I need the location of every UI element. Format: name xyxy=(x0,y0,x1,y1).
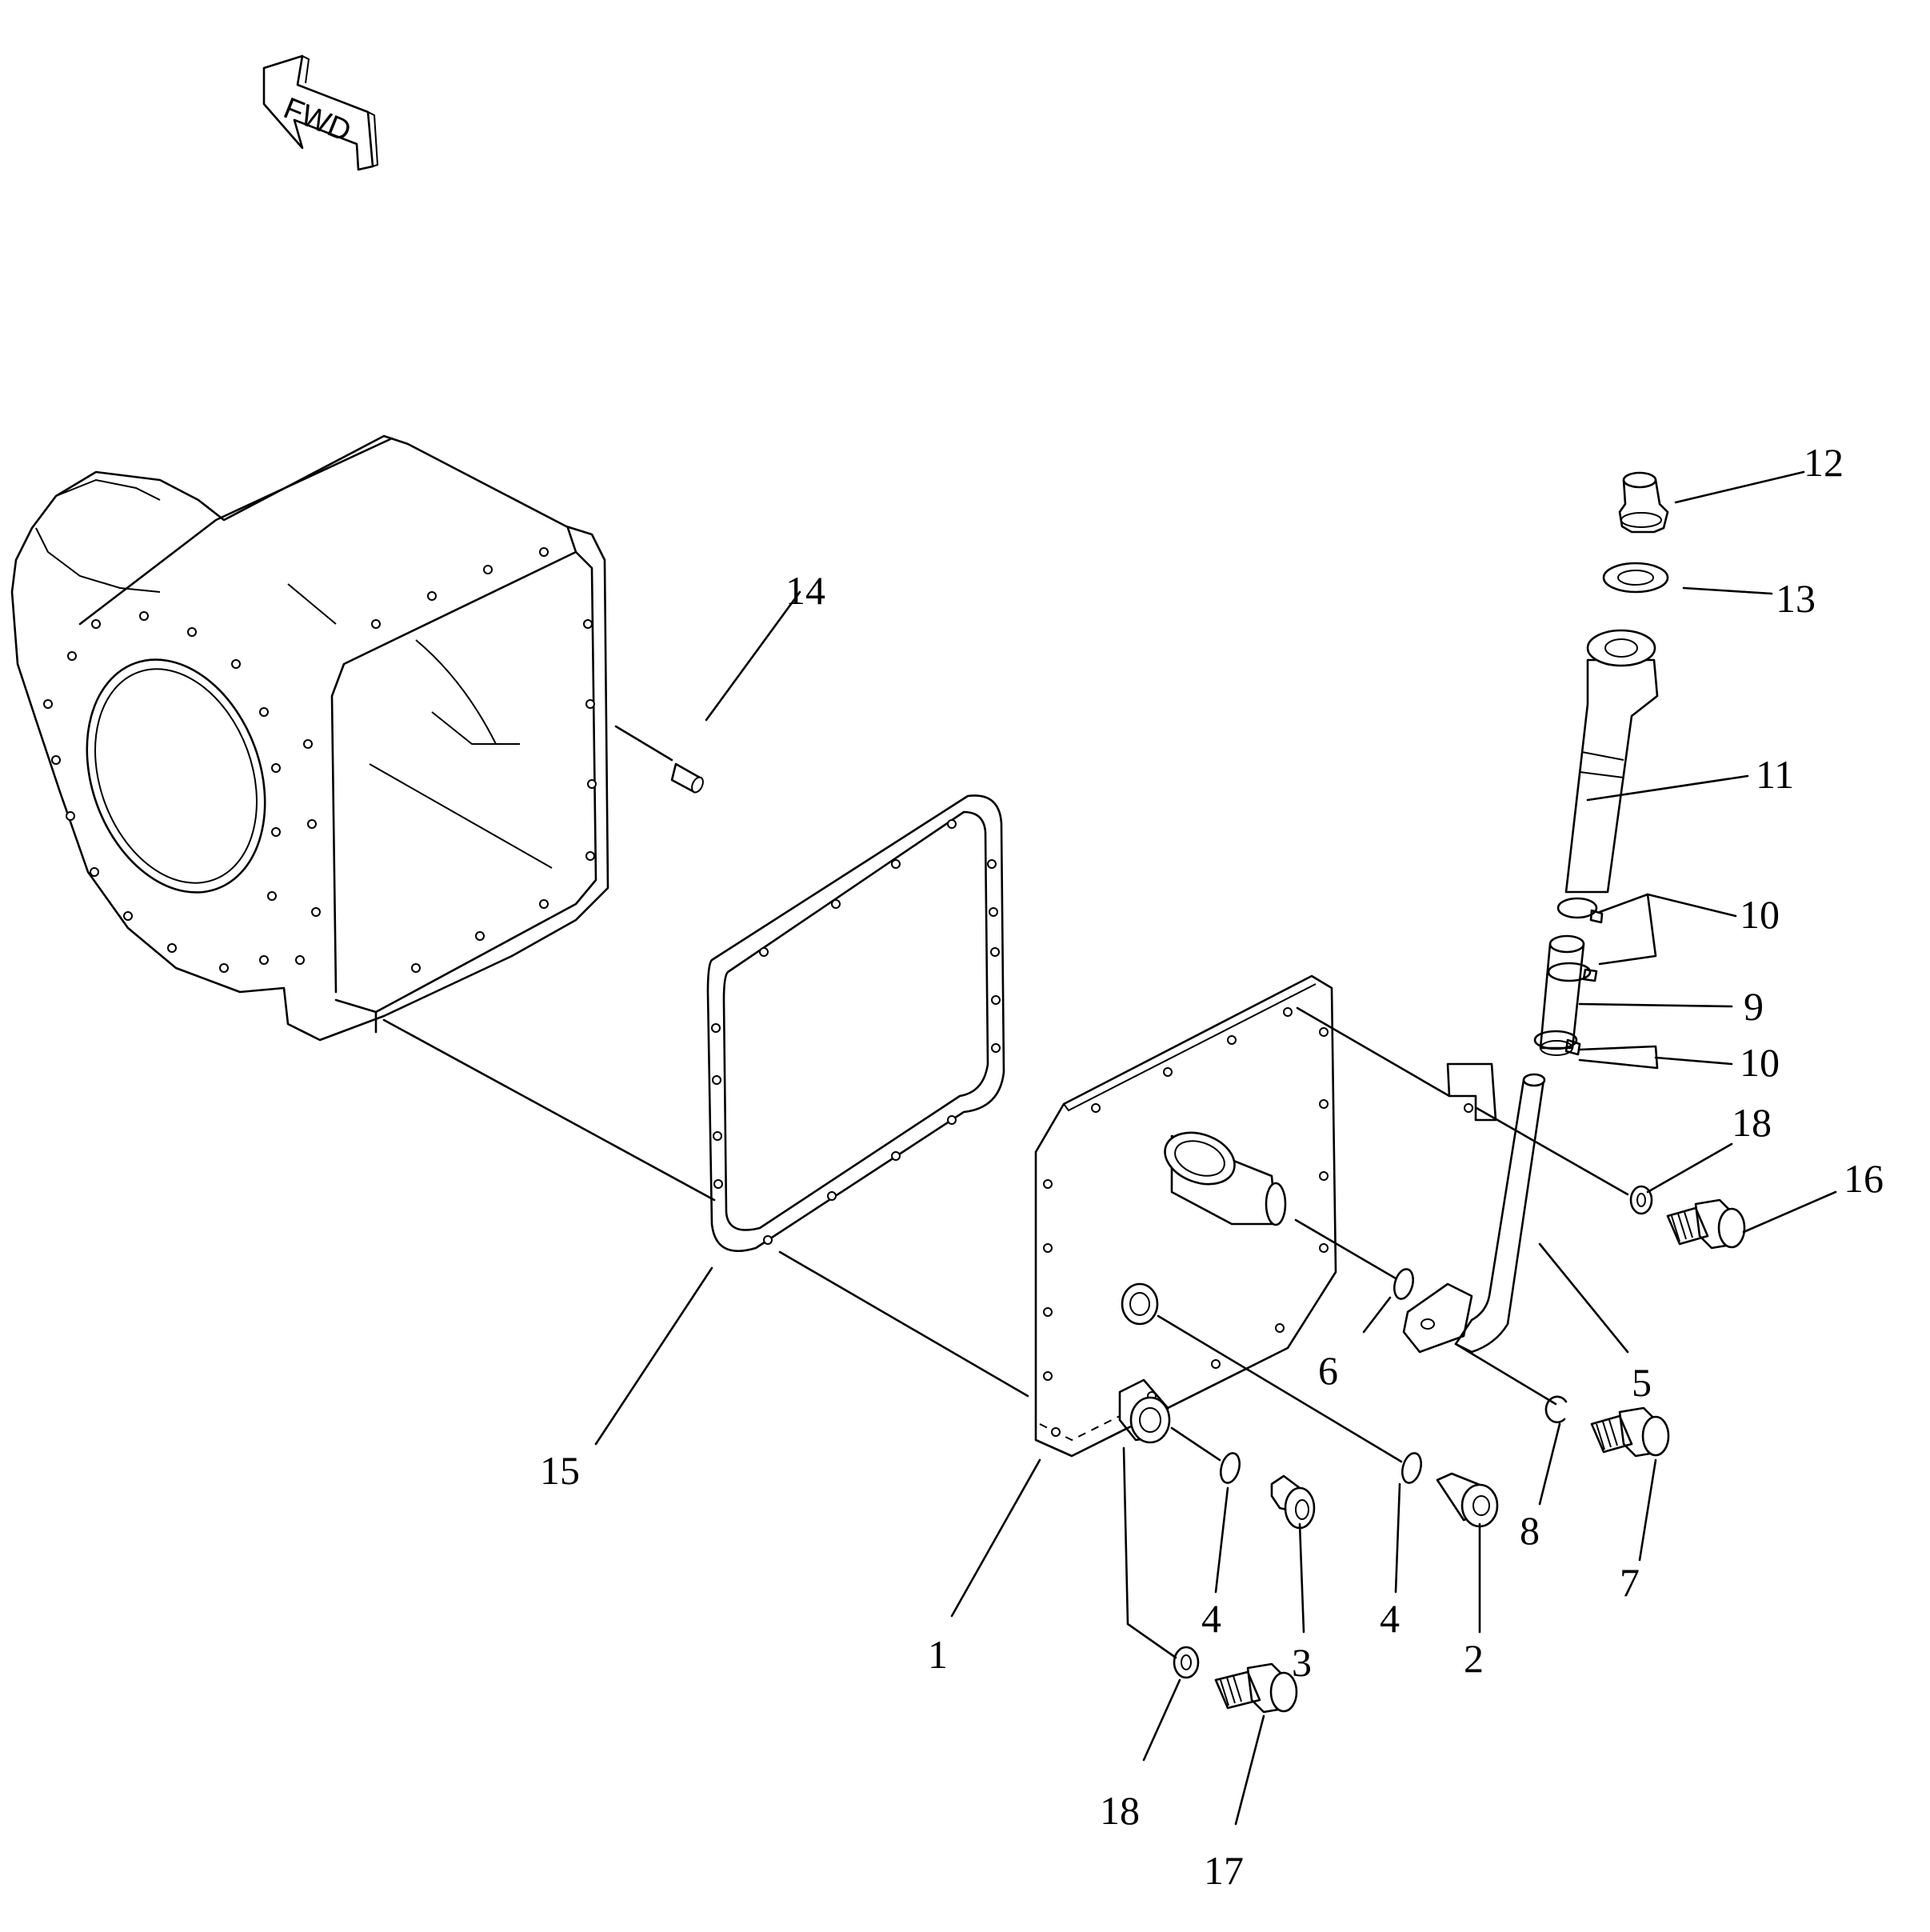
callout-10-upper: 10 xyxy=(1740,892,1780,937)
cover-boss-upper xyxy=(1121,1282,1159,1326)
callout-18-upper: 18 xyxy=(1732,1100,1772,1145)
callout-1: 1 xyxy=(928,1632,948,1677)
breather xyxy=(1618,471,1669,534)
callout-5: 5 xyxy=(1632,1360,1652,1405)
washer-18-lower xyxy=(1173,1646,1200,1679)
callout-4-right: 4 xyxy=(1380,1596,1400,1641)
callout-7: 7 xyxy=(1620,1560,1640,1605)
o-ring-4-right xyxy=(1401,1452,1423,1484)
filler-pipe xyxy=(1564,629,1659,894)
callout-10-lower: 10 xyxy=(1740,1040,1780,1085)
snap-ring-8 xyxy=(1544,1395,1568,1424)
callout-12: 12 xyxy=(1804,440,1844,485)
transmission-housing xyxy=(10,434,609,1042)
oil-strainer xyxy=(1164,1131,1287,1226)
callout-9: 9 xyxy=(1744,984,1764,1029)
bolt-7 xyxy=(1590,1406,1670,1458)
callout-16: 16 xyxy=(1844,1156,1884,1201)
fwd-arrow-icon: FWD xyxy=(262,54,379,171)
o-ring-6 xyxy=(1393,1268,1415,1300)
hose xyxy=(1539,934,1585,1056)
bolt-17 xyxy=(1214,1662,1298,1714)
fwd-label: FWD xyxy=(279,91,356,148)
callout-15: 15 xyxy=(540,1448,580,1493)
callout-3: 3 xyxy=(1292,1640,1312,1685)
bolt-16 xyxy=(1666,1198,1746,1250)
callout-4-left: 4 xyxy=(1201,1596,1221,1641)
hose-clamp-middle xyxy=(1547,962,1598,982)
cover-gasket xyxy=(706,794,1005,1252)
callout-labels: 1 2 3 4 4 5 6 7 8 9 10 10 11 12 13 14 15… xyxy=(540,440,1884,1893)
hose-clamp-upper xyxy=(1556,897,1604,924)
callout-8: 8 xyxy=(1520,1508,1540,1553)
callout-17: 17 xyxy=(1204,1848,1244,1893)
callout-14: 14 xyxy=(785,568,825,613)
callout-13: 13 xyxy=(1776,576,1816,621)
drain-plug-3 xyxy=(1270,1474,1316,1530)
cover-plate xyxy=(1034,974,1337,1458)
plug-2 xyxy=(1436,1472,1499,1528)
cover-boss-lower xyxy=(1118,1378,1171,1444)
suction-pipe xyxy=(1402,1062,1546,1354)
washer xyxy=(1602,562,1669,594)
o-ring-4-left xyxy=(1219,1452,1241,1484)
washer-18-upper xyxy=(1629,1185,1653,1215)
assembly-leader-lines xyxy=(382,470,1837,1826)
callout-18-lower: 18 xyxy=(1100,1788,1140,1833)
hose-clamp-lower xyxy=(1533,1030,1581,1056)
dowel-pin xyxy=(670,762,704,794)
callout-2: 2 xyxy=(1464,1636,1484,1681)
callout-6: 6 xyxy=(1318,1348,1338,1393)
callout-11: 11 xyxy=(1756,752,1794,797)
